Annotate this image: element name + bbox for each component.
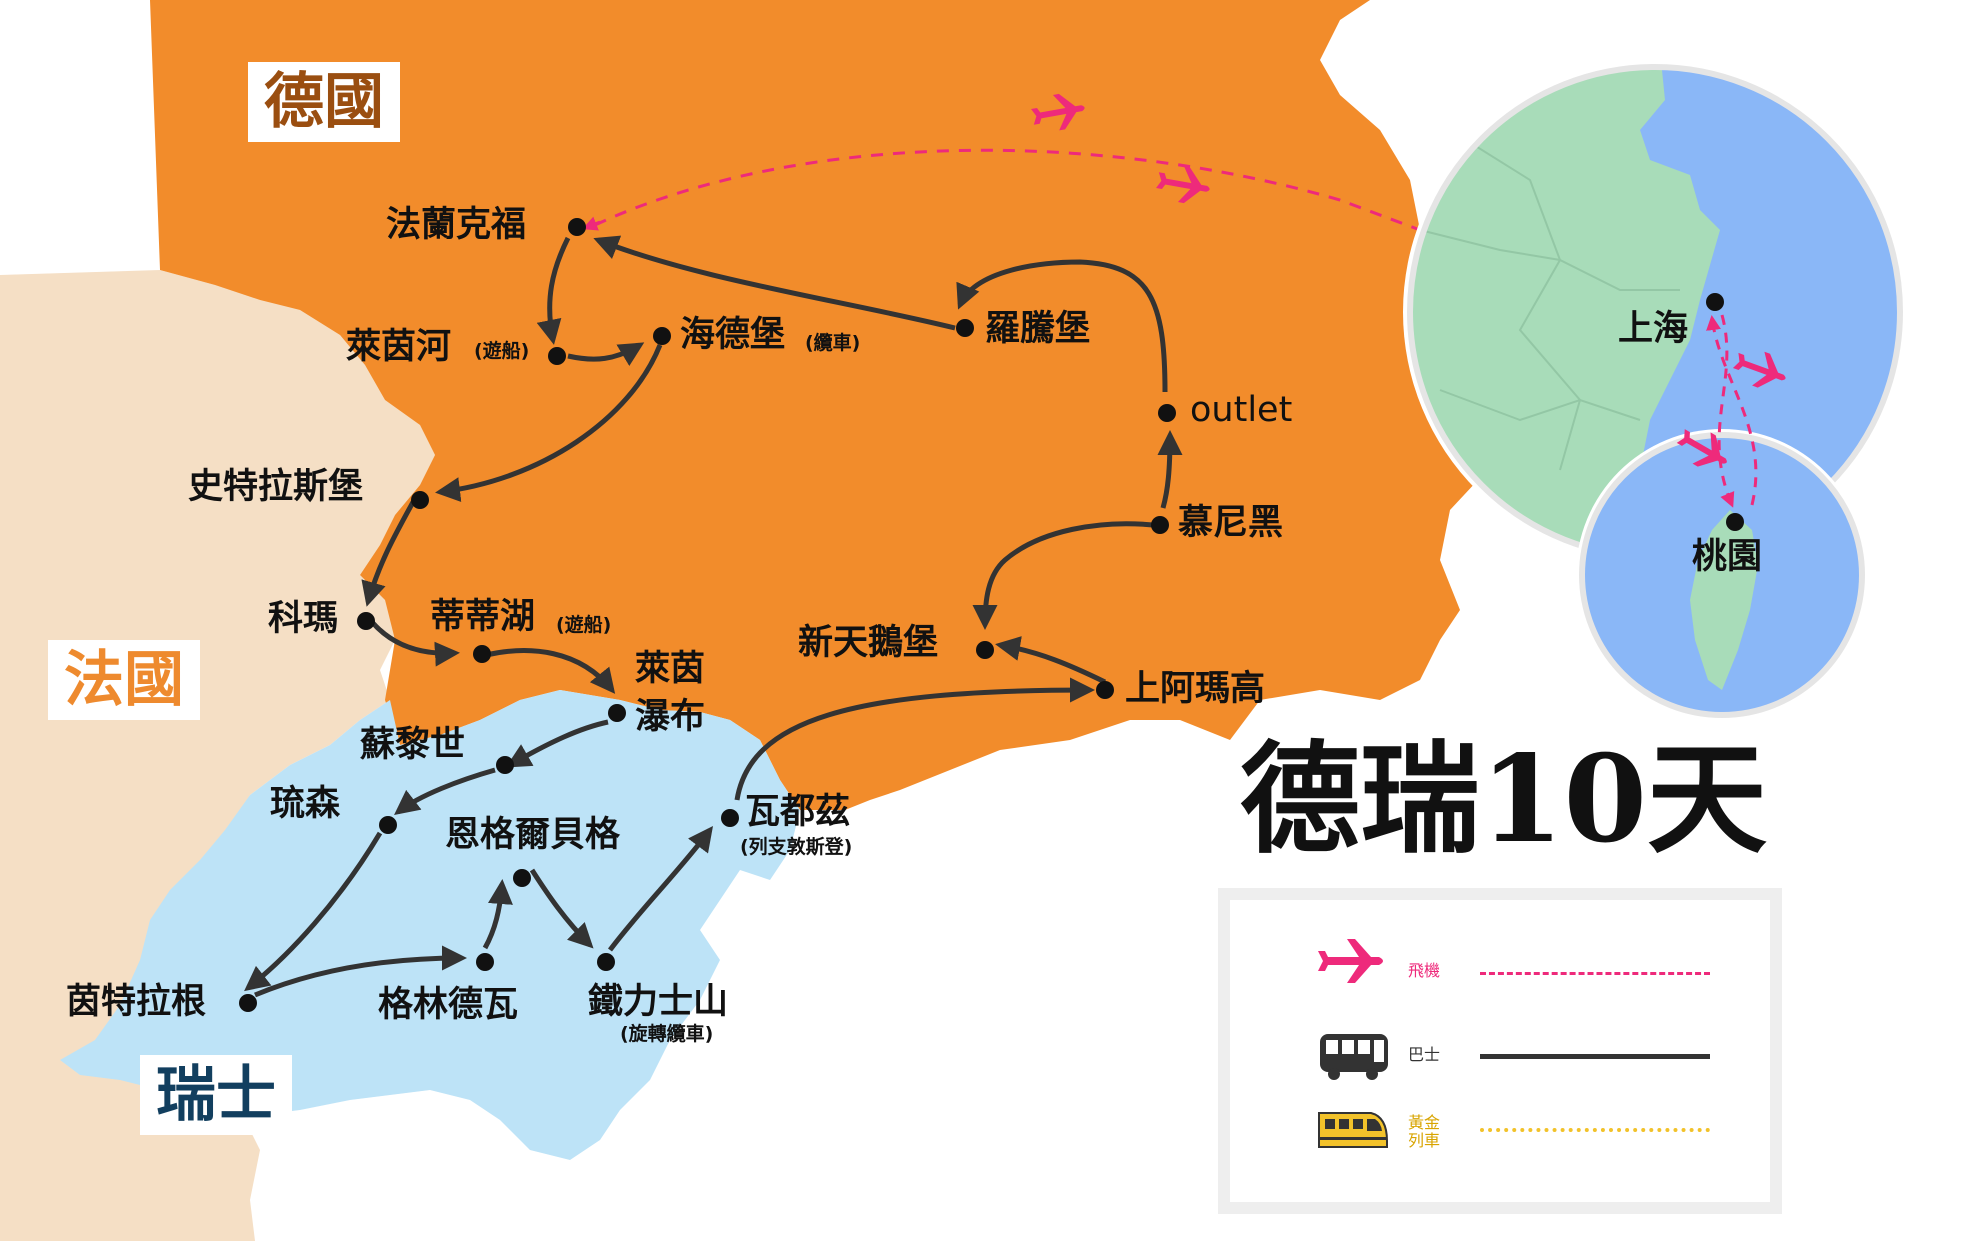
bus-icon bbox=[1320, 1034, 1388, 1080]
city-label-zurich: 蘇黎世 bbox=[360, 725, 466, 765]
city-label-taoyuan: 桃園 bbox=[1692, 537, 1763, 577]
germany-region bbox=[150, 0, 1480, 810]
dot-rothenburg bbox=[956, 319, 974, 337]
country-label-switzerland: 瑞士 bbox=[140, 1055, 292, 1135]
city-label-heidelberg: 海德堡 bbox=[680, 315, 786, 355]
city-label-titlis: 鐵力士山 bbox=[588, 982, 729, 1022]
dot-heidelberg bbox=[653, 327, 671, 345]
plane-icon bbox=[1318, 939, 1383, 983]
globe-taiwan bbox=[1576, 429, 1868, 721]
city-label-oberammergau: 上阿瑪高 bbox=[1125, 669, 1266, 709]
dot-frankfurt bbox=[568, 218, 586, 236]
legend-train-label-2: 列車 bbox=[1408, 1131, 1441, 1150]
plane-icon bbox=[1031, 93, 1085, 131]
city-note-vaduz: (列支敦斯登) bbox=[740, 836, 853, 858]
city-label-rhine-falls-2: 瀑布 bbox=[635, 697, 706, 737]
dot-outlet bbox=[1158, 404, 1176, 422]
globe-china bbox=[1403, 60, 1907, 564]
city-label-rhine: 萊茵河 bbox=[346, 327, 452, 367]
dot-interlaken bbox=[239, 994, 257, 1012]
city-note-titisee: (遊船) bbox=[556, 614, 612, 636]
city-label-munich: 慕尼黑 bbox=[1178, 503, 1284, 543]
dot-oberammergau bbox=[1096, 681, 1114, 699]
dot-zurich bbox=[496, 756, 514, 774]
dot-grindelwald bbox=[476, 953, 494, 971]
country-label-germany: 德國 bbox=[248, 62, 400, 142]
dot-shanghai bbox=[1706, 293, 1724, 311]
city-label-strasbourg: 史特拉斯堡 bbox=[188, 467, 364, 507]
city-label-shanghai: 上海 bbox=[1618, 309, 1689, 349]
city-label-outlet: outlet bbox=[1190, 390, 1293, 430]
city-label-interlaken: 茵特拉根 bbox=[66, 982, 207, 1022]
legend-plane-line bbox=[1480, 972, 1710, 975]
plane-icon bbox=[1732, 351, 1786, 388]
city-label-colmar: 科瑪 bbox=[268, 599, 339, 639]
city-label-grindelwald: 格林德瓦 bbox=[378, 985, 519, 1025]
legend-bus-label: 巴士 bbox=[1408, 1045, 1441, 1064]
dot-engelberg bbox=[513, 869, 531, 887]
bus-route bbox=[244, 235, 1183, 998]
dot-munich bbox=[1151, 516, 1169, 534]
city-label-rhine-falls-1: 萊茵 bbox=[635, 649, 706, 689]
country-label-france: 法國 bbox=[48, 640, 200, 720]
france-region bbox=[0, 270, 435, 1241]
city-label-lucerne: 琉森 bbox=[270, 784, 341, 824]
city-note-heidelberg: (纜車) bbox=[805, 332, 861, 354]
dot-taoyuan bbox=[1726, 513, 1744, 531]
legend-box: 飛機 巴士 黃金 列車 bbox=[1218, 888, 1782, 1214]
city-label-neuschwanstein: 新天鵝堡 bbox=[798, 623, 939, 663]
dot-vaduz bbox=[721, 809, 739, 827]
city-dots bbox=[239, 218, 1744, 1012]
dot-rhine-falls bbox=[608, 704, 626, 722]
page-title: 德瑞10天 bbox=[1240, 729, 1767, 870]
legend-bus-line bbox=[1480, 1054, 1710, 1059]
city-label-frankfurt: 法蘭克福 bbox=[386, 205, 527, 245]
city-label-vaduz: 瓦都茲 bbox=[745, 792, 851, 832]
flight-start-arrow bbox=[582, 216, 601, 231]
flight-route bbox=[594, 148, 1711, 302]
dot-strasbourg bbox=[411, 491, 429, 509]
flight-route-asia-return bbox=[1706, 315, 1758, 506]
plane-icon bbox=[1156, 166, 1210, 204]
legend-train-label-1: 黃金 bbox=[1408, 1113, 1441, 1132]
dot-colmar bbox=[357, 612, 375, 630]
dot-neuschwanstein bbox=[976, 641, 994, 659]
dot-lucerne bbox=[379, 816, 397, 834]
legend-plane-label: 飛機 bbox=[1408, 961, 1441, 980]
dot-rhine bbox=[548, 347, 566, 365]
plane-icon bbox=[1676, 429, 1727, 467]
city-label-titisee: 蒂蒂湖 bbox=[430, 597, 536, 637]
legend-train-line bbox=[1480, 1128, 1710, 1132]
city-note-rhine: (遊船) bbox=[474, 340, 530, 362]
dot-titisee bbox=[473, 645, 491, 663]
city-label-engelberg: 恩格爾貝格 bbox=[445, 815, 621, 855]
flight-route-asia bbox=[1717, 314, 1735, 508]
switzerland-region bbox=[60, 690, 800, 1160]
city-note-titlis: (旋轉纜車) bbox=[620, 1023, 714, 1045]
city-label-rothenburg: 羅騰堡 bbox=[985, 309, 1091, 349]
train-icon bbox=[1318, 1112, 1388, 1148]
dot-titlis bbox=[597, 953, 615, 971]
